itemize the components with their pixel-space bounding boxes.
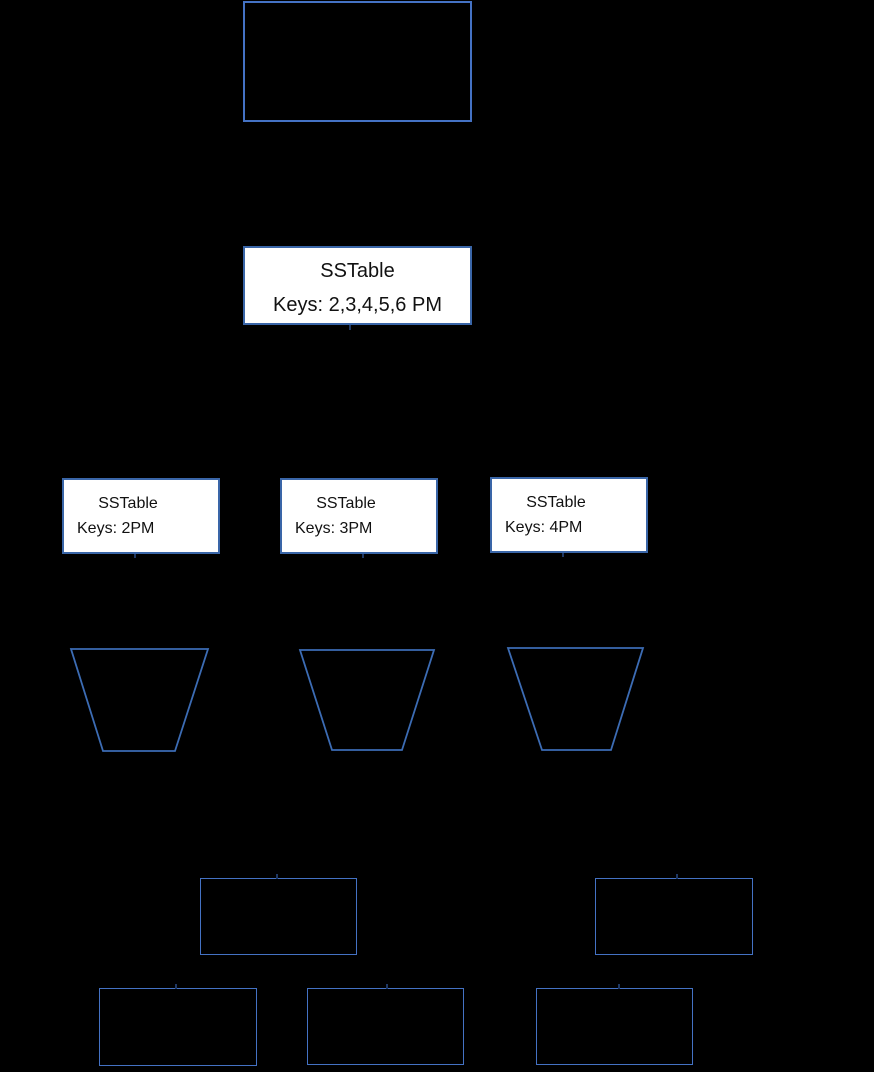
sstable-box-4pm: SSTable Keys: 4PM — [490, 477, 648, 553]
empty-box-row1-right — [595, 878, 753, 955]
sstable-title: SSTable — [316, 495, 376, 512]
sstable-title: SSTable — [98, 495, 158, 512]
connector-stub — [618, 984, 620, 989]
empty-box-row2-left — [99, 988, 257, 1066]
connector-stub — [134, 554, 136, 558]
merged-sstable-box: SSTable Keys: 2,3,4,5,6 PM — [243, 246, 472, 325]
connector-stub — [562, 553, 564, 557]
top-empty-outline-box — [243, 1, 472, 122]
connector-stub — [276, 874, 278, 879]
connector-stub — [386, 984, 388, 989]
sstable-box-3pm: SSTable Keys: 3PM — [280, 478, 438, 554]
sstable-keys: Keys: 4PM — [505, 519, 583, 536]
connector-stub — [175, 984, 177, 989]
connector-stub — [362, 554, 364, 558]
empty-box-row1-left — [200, 878, 357, 955]
merged-sstable-keys: Keys: 2,3,4,5,6 PM — [273, 294, 442, 316]
merged-sstable-title: SSTable — [320, 260, 395, 282]
connector-stub — [349, 325, 351, 330]
connector-stub — [676, 874, 678, 879]
empty-box-row2-right — [536, 988, 693, 1065]
funnel-shape-3 — [506, 647, 645, 751]
sstable-keys: Keys: 3PM — [295, 520, 373, 537]
sstable-keys: Keys: 2PM — [77, 520, 155, 537]
funnel-shape-1 — [69, 648, 210, 752]
sstable-title: SSTable — [526, 494, 586, 511]
empty-box-row2-middle — [307, 988, 464, 1065]
funnel-shape-2 — [298, 649, 436, 751]
sstable-box-2pm: SSTable Keys: 2PM — [62, 478, 220, 554]
